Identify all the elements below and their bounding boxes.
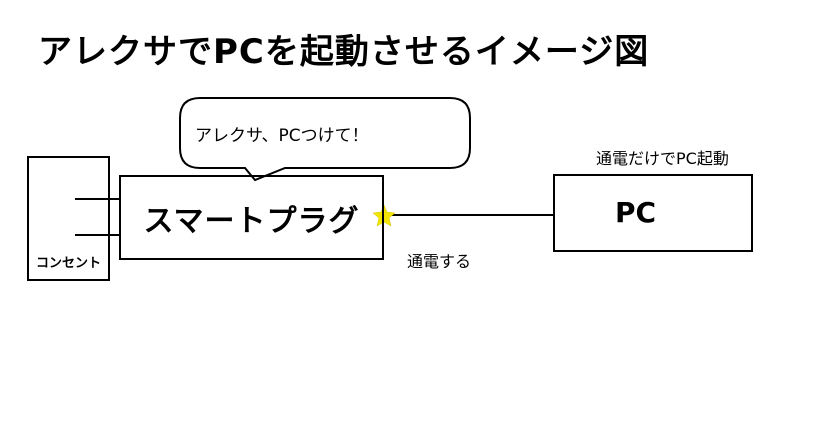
diagram-title: アレクサでPCを起動させるイメージ図 [38,32,650,72]
pc-box [553,174,753,252]
pc-boot-caption: 通電だけでPC起動 [596,149,729,168]
speech-bubble-text: アレクサ、PCつけて！ [195,126,369,146]
outlet-label: コンセント [35,256,101,271]
power-on-caption: 通電する [407,252,472,271]
smart-plug-label: スマートプラグ [143,203,360,239]
outlet-box [27,156,110,281]
power-star-icon [372,204,396,227]
smart-plug-box: スマートプラグ [119,175,384,260]
speech-bubble [179,97,471,182]
pc-label: PC [615,196,657,229]
